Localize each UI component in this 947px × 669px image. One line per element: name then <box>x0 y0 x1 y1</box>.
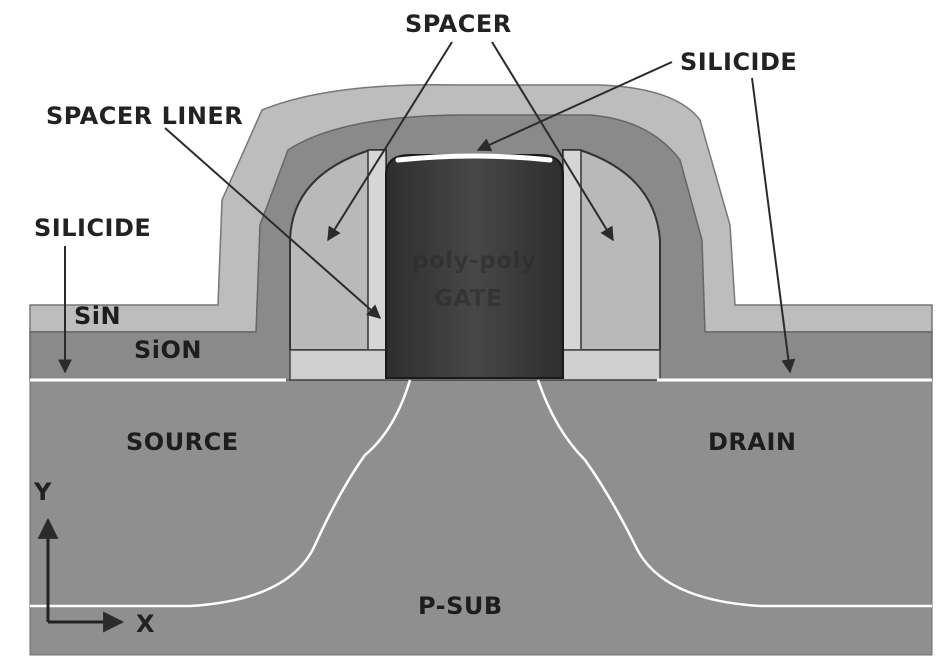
label-axis-x: X <box>136 610 155 638</box>
label-source: SOURCE <box>126 428 239 456</box>
left-spacer-liner <box>367 149 387 351</box>
arrow-silicide-drain <box>751 77 796 374</box>
label-axis-y: Y <box>33 478 52 506</box>
channel-left-curve <box>30 379 412 608</box>
gate-silicide <box>395 153 553 163</box>
channel-right-curve <box>536 379 932 608</box>
right-spacer-liner <box>562 149 582 351</box>
label-spacer: SPACER <box>405 10 512 38</box>
label-p-sub: P-SUB <box>418 592 503 620</box>
arrow-spacer-left <box>327 41 453 242</box>
arrow-silicide-top <box>476 61 673 152</box>
label-sion: SiON <box>134 336 202 364</box>
poly-gate <box>385 154 564 379</box>
arrow-spacer-liner <box>164 127 382 319</box>
label-silicide-left: SILICIDE <box>34 214 151 242</box>
label-silicide-top: SILICIDE <box>680 48 797 76</box>
label-spacer-liner: SPACER LINER <box>46 102 243 130</box>
substrate-region <box>29 379 933 656</box>
label-poly-gate-line1: poly-poly <box>412 248 536 274</box>
label-sin: SiN <box>74 302 121 330</box>
label-drain: DRAIN <box>708 428 797 456</box>
arrow-spacer-right <box>491 41 614 242</box>
label-poly-gate-line2: GATE <box>434 286 502 312</box>
